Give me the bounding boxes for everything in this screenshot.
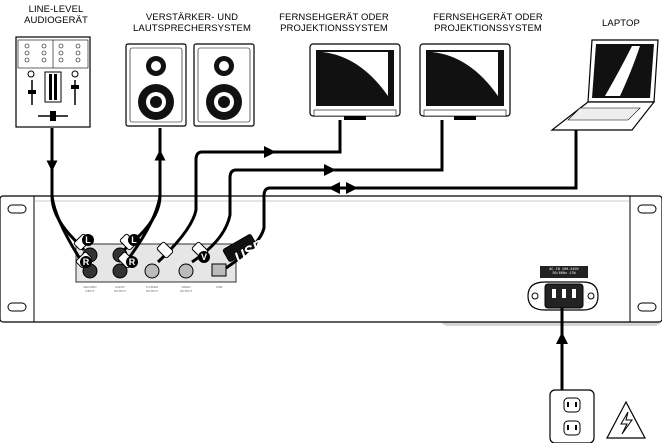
jack-right-label: R (129, 257, 136, 267)
tv1-cable (156, 120, 342, 264)
port-label-usb: USB (215, 285, 223, 289)
rear-jack-panel (75, 243, 237, 283)
power-spec-plate (540, 266, 588, 278)
rack-hole (637, 302, 657, 312)
rack-unit (0, 195, 662, 326)
amp-cables (122, 128, 166, 263)
laptop-label: LAPTOP (602, 18, 640, 29)
wall-outlet-icon (549, 389, 595, 443)
rca-jack[interactable] (112, 263, 128, 279)
rack-hole (7, 204, 27, 214)
mixer-icon (15, 36, 91, 128)
monitor-icon (309, 43, 401, 120)
jack-left-label: L (85, 235, 91, 245)
jack-video-label: V (201, 252, 207, 262)
jack-left-label: L (131, 235, 137, 245)
jack-right-label: R (83, 257, 90, 267)
audio-device-cables (46, 128, 86, 263)
monitor-icon (419, 43, 511, 120)
laptop-icon (550, 39, 659, 131)
speaker-icon (125, 43, 187, 127)
tv2-cable (191, 120, 444, 264)
video-jack[interactable] (178, 263, 194, 279)
rack-hole (7, 302, 27, 312)
rack-hole (637, 204, 657, 214)
speaker-icon (193, 43, 255, 127)
electric-hazard-icon (606, 400, 646, 439)
svideo-jack[interactable] (144, 263, 160, 279)
usb-port[interactable] (211, 263, 227, 277)
